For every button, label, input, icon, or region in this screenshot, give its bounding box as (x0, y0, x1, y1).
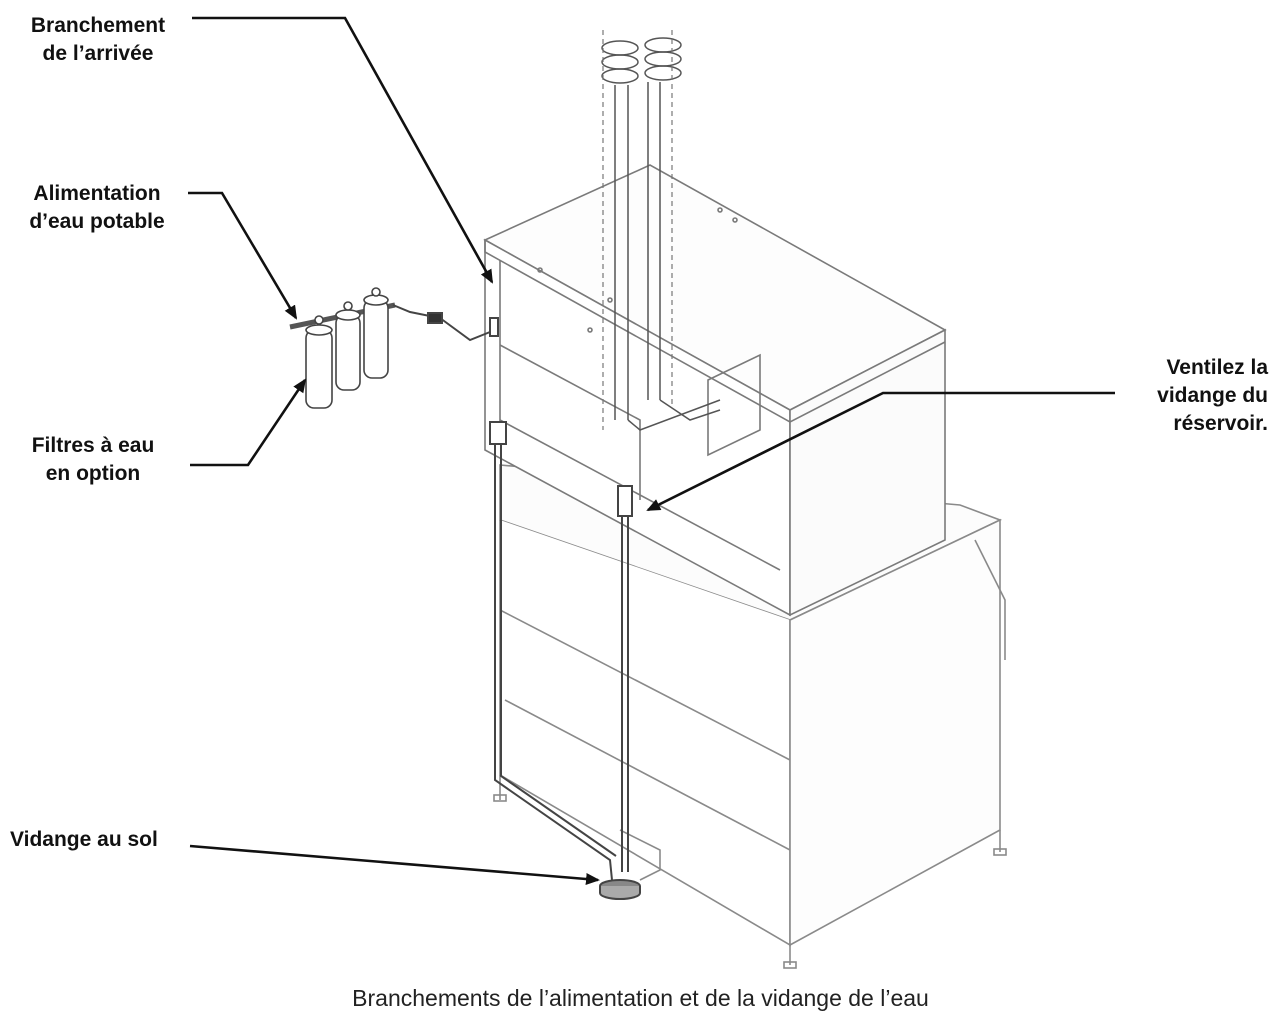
callout-optional-water-filters: Filtres à eau en option (18, 432, 168, 488)
callout-line: Ventilez la (1166, 356, 1268, 379)
leader-floor (189, 844, 600, 885)
callout-line: réservoir. (1173, 412, 1268, 435)
water-supply-tube (392, 304, 499, 342)
callout-line: Branchement (30, 14, 166, 37)
callout-line: Filtres à eau (31, 434, 155, 457)
callout-line: Vidange au sol (10, 828, 158, 851)
leader-potable (188, 191, 298, 320)
drain-lines (489, 421, 641, 900)
line-set-dashes (602, 30, 673, 430)
callout-line: d’eau potable (29, 210, 165, 233)
callout-inlet-connection: Branchement de l’arrivée (18, 12, 178, 68)
refrigerant-lines (601, 37, 721, 431)
callout-line: de l’arrivée (42, 42, 154, 65)
callout-line: en option (45, 462, 141, 485)
figure-caption: Branchements de l’alimentation et de la … (352, 985, 929, 1011)
water-filters (289, 287, 396, 409)
callout-leaders (188, 16, 1115, 885)
callout-line: Alimentation (33, 182, 161, 205)
callout-potable-water-supply: Alimentation d’eau potable (12, 180, 182, 236)
leader-inlet (192, 16, 494, 284)
leader-filters (190, 378, 307, 467)
callout-floor-drain: Vidange au sol (10, 826, 190, 854)
leader-vent (646, 391, 1115, 512)
callout-line: vidange du (1157, 384, 1268, 407)
callout-vent-reservoir-drain: Ventilez la vidange du réservoir. (1110, 354, 1268, 438)
